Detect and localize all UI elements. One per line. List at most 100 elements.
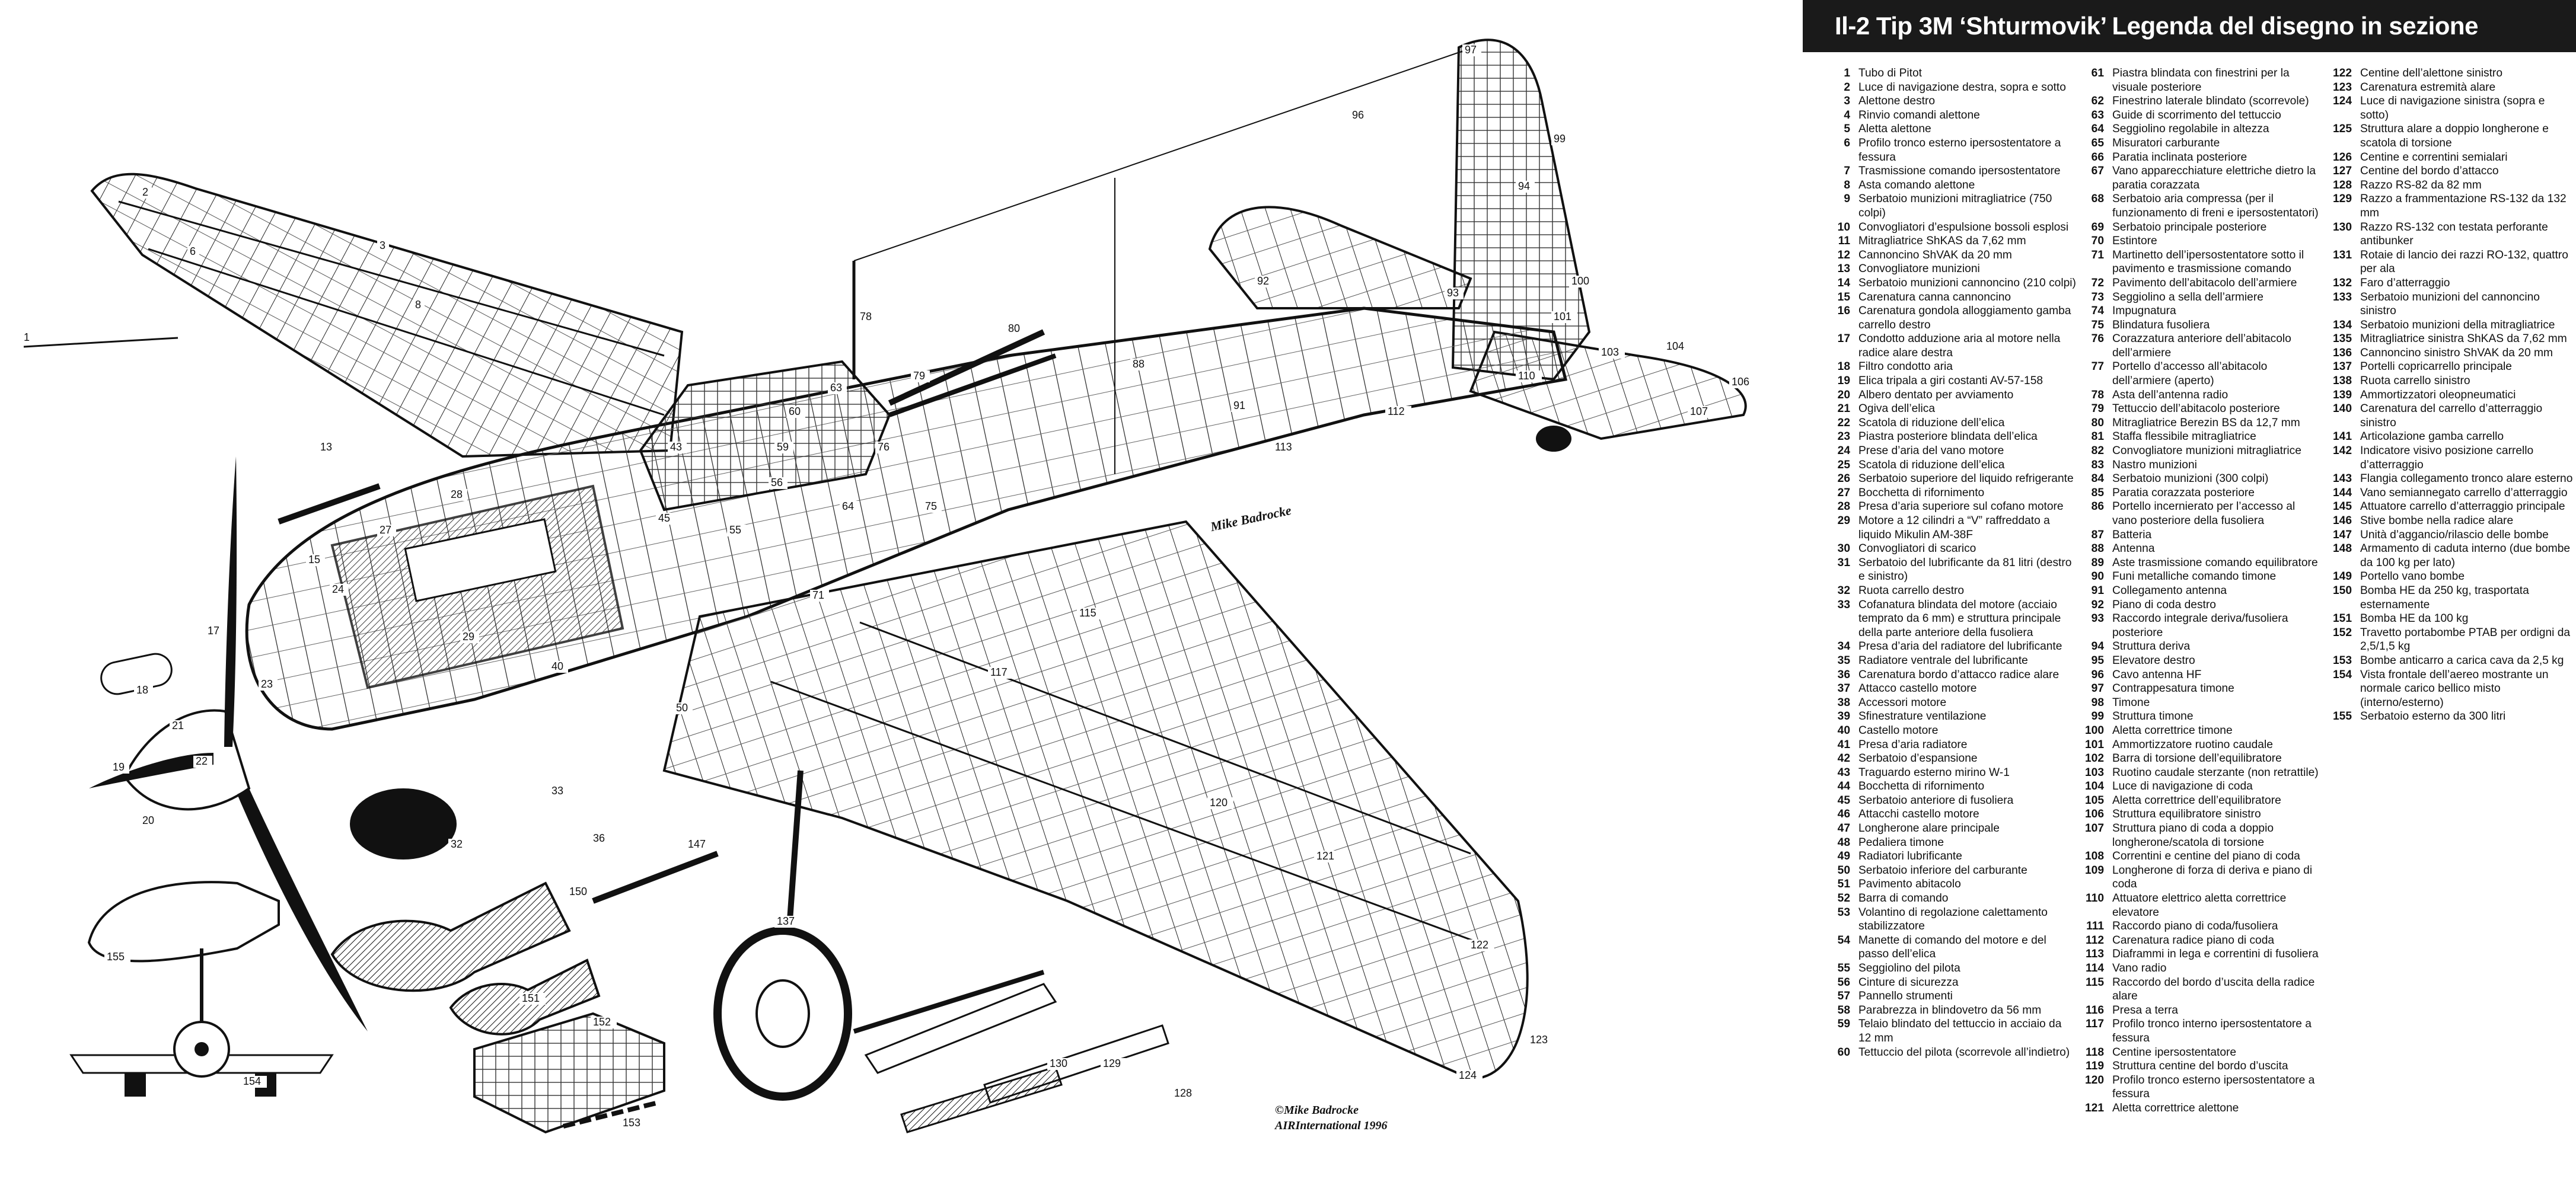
callout-label: 75 [925, 500, 937, 512]
legend-entry-text: Struttura deriva [2112, 640, 2191, 653]
legend-entry-number: 119 [2086, 1060, 2104, 1073]
legend-entry-text: Aletta correttrice dell’equilibratore [2112, 794, 2281, 807]
legend-entry-text: Serbatoio del lubrificante da 81 litri (… [1858, 556, 2072, 583]
legend-entry-number: 113 [2086, 948, 2104, 961]
callout-label: 2 [142, 186, 148, 198]
legend-entry-number: 14 [1837, 276, 1850, 289]
legend-entry-number: 147 [2332, 528, 2352, 541]
right-tailplane [1208, 206, 1472, 309]
legend-entry-number: 131 [2332, 248, 2352, 261]
legend-entry-text: Presa d’aria radiatore [1858, 738, 1968, 751]
callout-label: 94 [1518, 180, 1530, 192]
legend-entry-text: Ammortizzatore ruotino caudale [2112, 738, 2273, 751]
legend-entry-text: Centine ipersostentatore [2112, 1046, 2237, 1059]
legend-entry-number: 17 [1837, 333, 1850, 346]
callout-label: 23 [261, 678, 273, 690]
legend-entry-text: Portello d’accesso all’abitacolo dell’ar… [2112, 360, 2268, 388]
callout-label-bg [774, 916, 801, 928]
legend-entry-text: Struttura centine del bordo d’uscita [2112, 1060, 2288, 1073]
legend-entry-text: Convogliatori d’espulsione bossoli esplo… [1858, 221, 2069, 234]
callout-label: 112 [1388, 405, 1405, 417]
callout-label-bg [1456, 1070, 1483, 1082]
legend-entry-number: 59 [1837, 1018, 1850, 1031]
callout-label: 120 [1210, 797, 1228, 809]
callout-label: 20 [142, 814, 154, 826]
legend-entry-text: Rotaie di lancio dei razzi RO-132, quatt… [2360, 248, 2568, 276]
callout-label-bg [1231, 400, 1250, 412]
legend-entry-number: 107 [2084, 822, 2104, 835]
legend-entry-number: 44 [1837, 780, 1850, 793]
legend-entry-text: Telaio blindato del tettuccio in acciaio… [1858, 1018, 2062, 1044]
callout-label: 129 [1103, 1057, 1121, 1069]
legend-entry-text: Articolazione gamba carrello [2360, 430, 2504, 443]
legend-entry-number: 21 [1837, 402, 1850, 416]
legend-entry-text: Pavimento dell’abitacolo dell’armiere [2112, 276, 2297, 289]
legend-entry-number: 134 [2332, 318, 2352, 331]
legend-entry-text: Bocchetta di rifornimento [1858, 486, 1985, 499]
legend-entry-text: Batteria [2112, 528, 2152, 541]
legend-entry-number: 146 [2332, 515, 2352, 527]
legend-entry-text: Tubo di Pitot [1858, 67, 1923, 79]
legend-entry-text: Flangia collegamento tronco alare estern… [2360, 472, 2573, 485]
legend-entry-number: 123 [2332, 81, 2352, 94]
legend-entry-number: 130 [2332, 221, 2352, 234]
callout-label: 64 [842, 500, 854, 512]
callout-label-bg [413, 299, 425, 311]
callout-label-bg [591, 1017, 617, 1028]
legend-entry-number: 28 [1837, 500, 1850, 513]
callout-label-bg [1130, 359, 1149, 370]
legend-entry-text: Attuatore elettrico aletta correttrice e… [2112, 892, 2287, 919]
legend-entry-text: Struttura equilibratore sinistro [2112, 808, 2261, 821]
callout-label-bg [1528, 1034, 1554, 1046]
legend-entry-number: 91 [2091, 584, 2104, 597]
callout-label-bg [519, 993, 546, 1005]
callout-label: 56 [771, 477, 783, 488]
drop-tank [87, 881, 280, 963]
legend-entry-number: 80 [2091, 416, 2104, 429]
legend-entry-text: Vista frontale dell’aereo mostrante un n… [2360, 668, 2549, 709]
legend-entry-text: Carenatura gondola alloggiamento gamba c… [1858, 305, 2071, 331]
legend-entry-number: 40 [1837, 724, 1850, 737]
callout-label: 97 [1465, 44, 1477, 56]
legend-entry-text: Seggiolino regolabile in altezza [2112, 123, 2269, 136]
callout-label: 107 [1690, 405, 1708, 417]
legend-entry-number: 153 [2332, 654, 2352, 667]
legend-entry-number: 5 [1844, 123, 1850, 136]
callout-label: 151 [522, 992, 540, 1004]
callout-label-bg [810, 590, 829, 602]
callout-label: 113 [1275, 441, 1292, 453]
legend-entry-number: 41 [1837, 738, 1850, 751]
legend-entry-number: 79 [2091, 402, 2104, 416]
legend-entry-number: 46 [1837, 808, 1850, 821]
